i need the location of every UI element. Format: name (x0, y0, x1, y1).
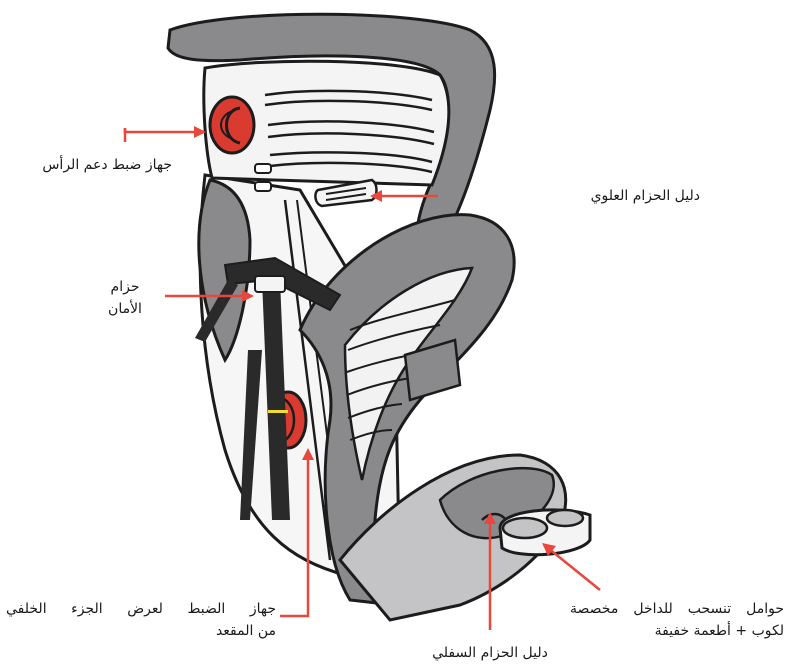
label-cup-holder: حوامل تنسحب للداخل مخصصة لكوب + أطعمة خف… (570, 598, 784, 642)
label-lower-belt-guide: دليل الحزام السفلي (420, 642, 560, 664)
top-belt-guide (315, 180, 376, 206)
label-back-width-adjuster: جهاز الضبط لعرض الجزء الخلفي من المقعد (6, 598, 276, 642)
label-seat-belt-line2: الأمان (100, 298, 150, 320)
label-top-belt-guide: دليل الحزام العلوي (550, 185, 700, 207)
label-cup-holder-line2: لكوب + أطعمة خفيفة (570, 620, 784, 642)
headrest-slot (255, 164, 271, 173)
label-seat-belt-line1: حزام (100, 276, 150, 298)
label-seat-belt: حزام الأمان (100, 276, 150, 320)
headrest-slot (255, 182, 271, 191)
label-cup-holder-line1: حوامل تنسحب للداخل مخصصة (570, 598, 784, 620)
headrest-adjuster (210, 97, 254, 153)
belt-buckle (255, 276, 285, 292)
label-headrest-adjuster: جهاز ضبط دعم الرأس (4, 154, 172, 176)
label-back-width-adjuster-line1: جهاز الضبط لعرض الجزء الخلفي (6, 598, 276, 620)
label-headrest-adjuster-text: جهاز ضبط دعم الرأس (4, 154, 172, 176)
label-lower-belt-guide-text: دليل الحزام السفلي (420, 642, 560, 664)
headrest-adjuster-pointer (125, 128, 198, 132)
label-back-width-adjuster-line2: من المقعد (6, 620, 276, 642)
label-top-belt-guide-text: دليل الحزام العلوي (550, 185, 700, 207)
cup-holder-pointer (548, 548, 600, 590)
